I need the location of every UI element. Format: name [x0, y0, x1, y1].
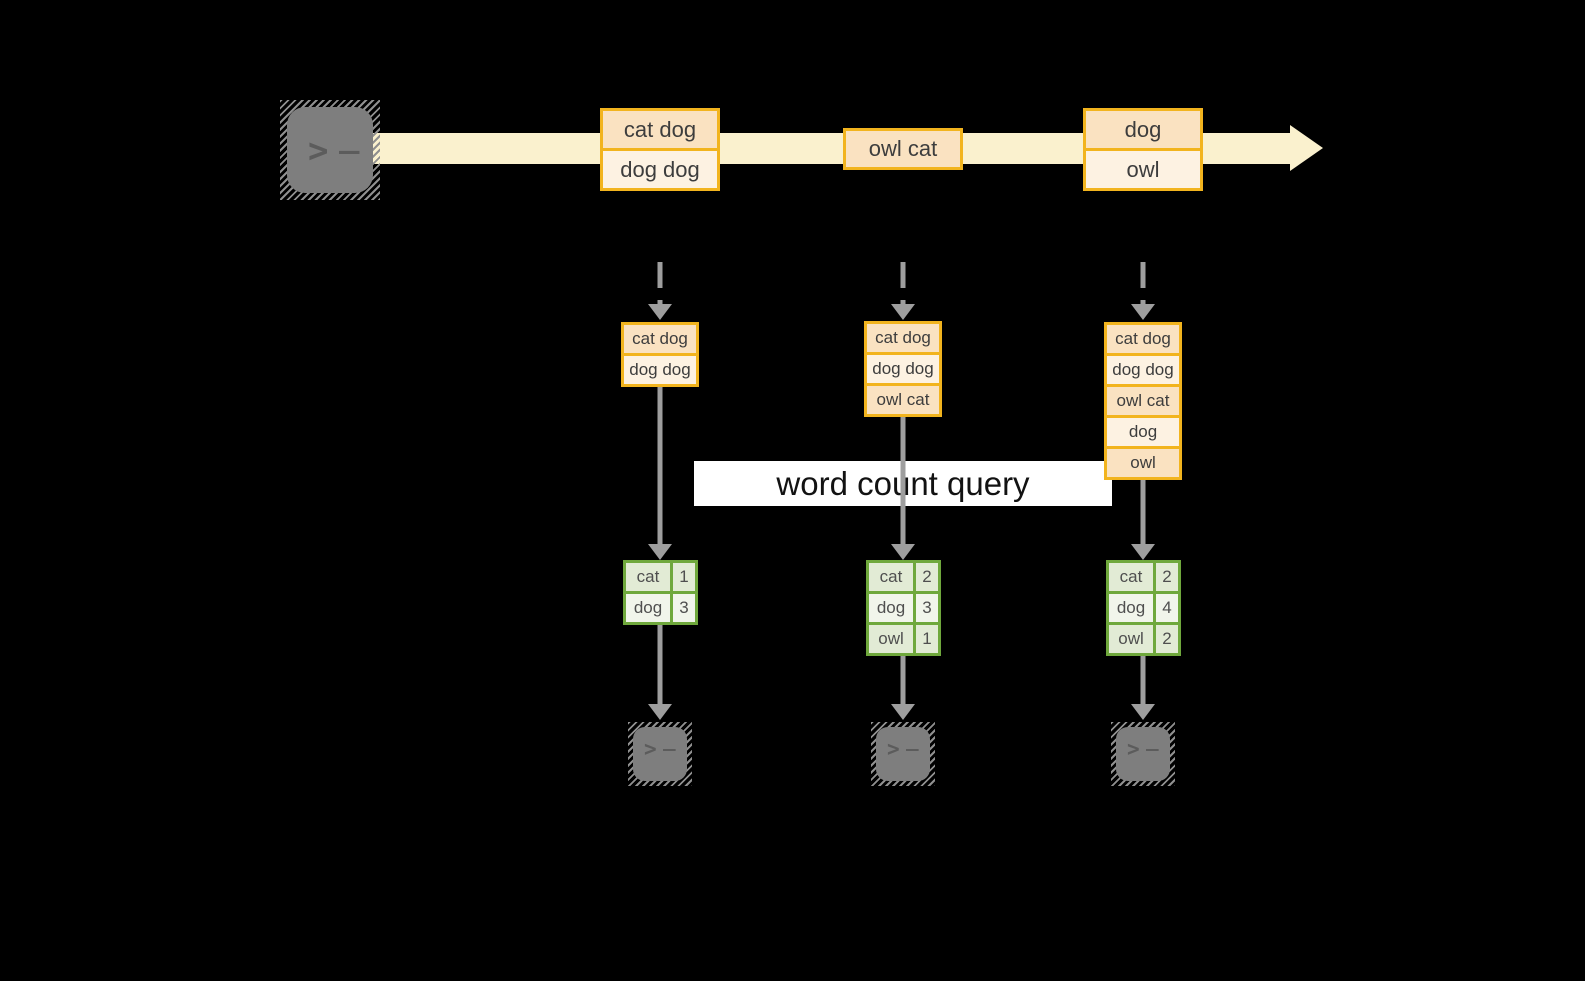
- output-arrowhead-icon: [891, 704, 915, 720]
- prompt-cursor-icon: _: [663, 727, 676, 751]
- buffer-line: owl cat: [867, 383, 939, 414]
- query-arrow-line: [657, 387, 663, 544]
- ingest-arrowhead-icon: [891, 304, 915, 320]
- count-cell: 2: [1153, 563, 1178, 591]
- event-line: dog: [1086, 111, 1200, 148]
- count-row: owl 2: [1109, 622, 1178, 653]
- query-arrow-line: [1140, 480, 1146, 544]
- output-arrowhead-icon: [648, 704, 672, 720]
- output-arrow-line: [1140, 656, 1146, 704]
- prompt-chevron-icon: >: [308, 131, 329, 171]
- query-arrowhead-icon: [648, 544, 672, 560]
- prompt-chevron-icon: >: [644, 737, 657, 761]
- state-buffer: cat dog dog dog owl cat: [864, 321, 942, 417]
- count-cell: 1: [670, 563, 695, 591]
- count-row: dog 3: [626, 591, 695, 622]
- word-cell: dog: [1116, 598, 1146, 617]
- state-buffer: cat dog dog dog owl cat dog owl: [1104, 322, 1182, 480]
- prompt-chevron-icon: >: [1127, 737, 1140, 761]
- count-table: cat 1 dog 3: [623, 560, 698, 625]
- terminal-screen: > _: [1116, 727, 1170, 781]
- state-buffer: cat dog dog dog: [621, 322, 699, 387]
- word-cell: dog: [633, 598, 663, 617]
- count-row: owl 1: [869, 622, 938, 653]
- output-arrow-line: [657, 625, 663, 704]
- terminal-screen: > _: [287, 107, 373, 193]
- word-cell: cat: [1119, 567, 1143, 586]
- event-line: cat dog: [603, 111, 717, 148]
- count-cell: 1: [913, 625, 938, 653]
- output-terminal-icon: > _: [628, 722, 692, 786]
- query-arrowhead-icon: [891, 544, 915, 560]
- ingest-arrow-line: [1140, 262, 1146, 304]
- count-table: cat 2 dog 4 owl 2: [1106, 560, 1181, 656]
- stream-event-box: owl cat: [843, 128, 963, 170]
- terminal-screen: > _: [633, 727, 687, 781]
- ingest-arrowhead-icon: [648, 304, 672, 320]
- ingest-arrow-line: [900, 262, 906, 304]
- stream-event-box: dog owl: [1083, 108, 1203, 191]
- count-row: cat 1: [626, 563, 695, 591]
- event-line: owl: [1086, 148, 1200, 188]
- count-table: cat 2 dog 3 owl 1: [866, 560, 941, 656]
- buffer-line: dog dog: [867, 352, 939, 383]
- word-cell: cat: [879, 567, 903, 586]
- event-line: owl cat: [846, 131, 960, 167]
- query-arrow-line: [900, 417, 906, 544]
- count-row: dog 4: [1109, 591, 1178, 622]
- query-arrowhead-icon: [1131, 544, 1155, 560]
- count-cell: 4: [1153, 594, 1178, 622]
- word-cell: owl: [1118, 629, 1144, 648]
- prompt-chevron-icon: >: [887, 737, 900, 761]
- word-cell: cat: [636, 567, 660, 586]
- prompt-cursor-icon: _: [906, 727, 919, 751]
- ingest-arrowhead-icon: [1131, 304, 1155, 320]
- count-cell: 2: [913, 563, 938, 591]
- stream-event-box: cat dog dog dog: [600, 108, 720, 191]
- ingest-arrow-line: [657, 262, 663, 304]
- output-terminal-icon: > _: [1111, 722, 1175, 786]
- count-cell: 3: [913, 594, 938, 622]
- count-row: dog 3: [869, 591, 938, 622]
- event-line: dog dog: [603, 148, 717, 188]
- buffer-line: cat dog: [867, 324, 939, 352]
- word-cell: dog: [876, 598, 906, 617]
- output-arrow-line: [900, 656, 906, 704]
- prompt-cursor-icon: _: [1146, 727, 1159, 751]
- buffer-line: cat dog: [1107, 325, 1179, 353]
- output-terminal-icon: > _: [871, 722, 935, 786]
- terminal-screen: > _: [876, 727, 930, 781]
- prompt-cursor-icon: _: [339, 115, 360, 155]
- buffer-line: dog dog: [1107, 353, 1179, 384]
- buffer-line: dog: [1107, 415, 1179, 446]
- stream-arrowhead-icon: [1290, 125, 1323, 171]
- buffer-line: owl cat: [1107, 384, 1179, 415]
- buffer-line: cat dog: [624, 325, 696, 353]
- count-row: cat 2: [869, 563, 938, 591]
- count-cell: 3: [670, 594, 695, 622]
- output-arrowhead-icon: [1131, 704, 1155, 720]
- source-terminal-icon: > _: [280, 100, 380, 200]
- buffer-line: owl: [1107, 446, 1179, 477]
- buffer-line: dog dog: [624, 353, 696, 384]
- count-row: cat 2: [1109, 563, 1178, 591]
- word-cell: owl: [878, 629, 904, 648]
- count-cell: 2: [1153, 625, 1178, 653]
